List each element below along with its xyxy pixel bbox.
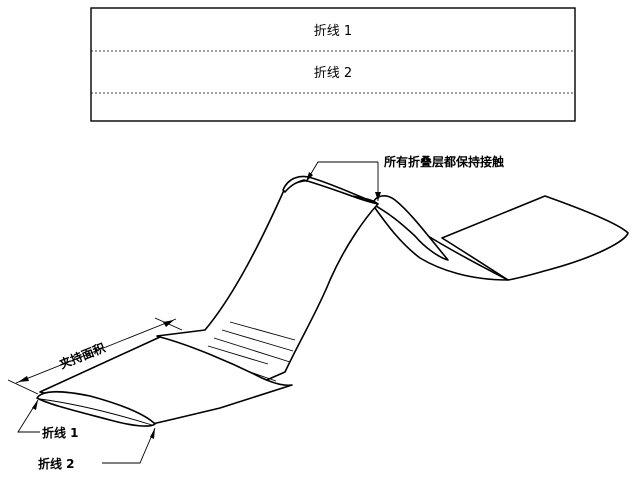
far-panel (441, 195, 629, 281)
clamp-dim-line (15, 318, 177, 384)
fold-line-1-callout: 折线 1 (17, 399, 79, 440)
fold-line-1-label: 折线 1 (42, 425, 79, 440)
strip-label-fold-line-2: 折线 2 (314, 66, 352, 81)
contact-callout-label: 所有折叠层都保持接触 (384, 154, 504, 169)
fold-line-1-leader (17, 399, 40, 433)
surface-hatching (207, 321, 296, 382)
fold-line-2-callout: 折线 2 (38, 427, 156, 471)
front-curl-inner (39, 398, 153, 426)
contact-callout: 所有折叠层都保持接触 (305, 154, 504, 201)
clamp-dim-arrow-start (18, 376, 29, 382)
upper-fold-right (371, 195, 449, 261)
fold-line-2-label: 折线 2 (38, 456, 75, 471)
clamp-ext-line-2 (154, 317, 183, 331)
strip-border (90, 7, 576, 122)
contact-arrowhead-right (375, 192, 381, 201)
fold-line-2-arrowhead (150, 428, 155, 439)
fold-line-2-leader (102, 427, 156, 464)
strip-label-fold-line-1: 折线 1 (314, 24, 352, 39)
fold-line-strip: 折线 1 折线 2 (90, 7, 576, 122)
fold-line-1-arrowhead (32, 400, 38, 410)
contact-arrowhead-left (306, 172, 313, 182)
clamp-ext-line-1 (7, 379, 39, 395)
folded-strip-illustration: 所有折叠层都保持接触 夹持面积 折线 1 折线 2 (7, 154, 629, 471)
upper-fold-left (282, 175, 379, 205)
clamp-dim-arrow-end (163, 320, 174, 327)
